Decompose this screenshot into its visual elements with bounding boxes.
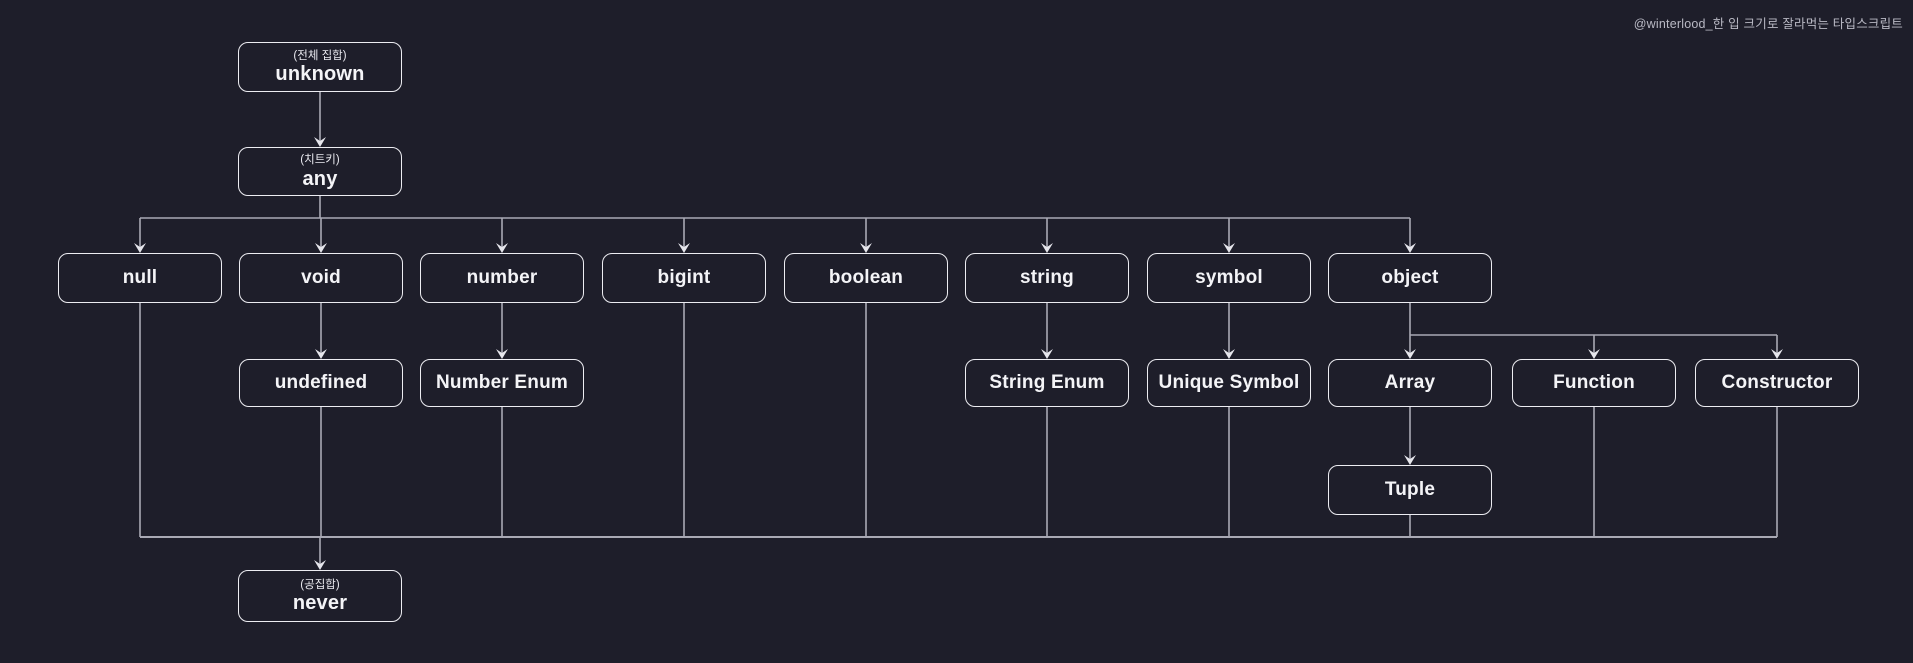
node-number-label: number [466, 266, 538, 288]
node-string-enum-label: String Enum [989, 371, 1105, 393]
node-function-label: Function [1553, 371, 1635, 393]
node-function: Function [1512, 359, 1676, 407]
node-object: object [1328, 253, 1492, 303]
node-unique-symbol: Unique Symbol [1147, 359, 1311, 407]
node-boolean: boolean [784, 253, 948, 303]
node-unknown-sublabel: (전체 집합) [293, 49, 347, 62]
node-void: void [239, 253, 403, 303]
node-never-label: never [292, 592, 348, 615]
node-number-enum: Number Enum [420, 359, 584, 407]
node-string-label: string [1020, 266, 1074, 288]
node-void-label: void [301, 266, 341, 288]
node-unknown-label: unknown [275, 63, 365, 86]
node-never: (공집합)never [238, 570, 402, 622]
node-any-sublabel: (치트키) [300, 154, 340, 167]
node-string-enum: String Enum [965, 359, 1129, 407]
node-undefined: undefined [239, 359, 403, 407]
node-array-label: Array [1384, 371, 1436, 393]
node-tuple-label: Tuple [1384, 478, 1436, 500]
node-symbol: symbol [1147, 253, 1311, 303]
node-null: null [58, 253, 222, 303]
node-constructor: Constructor [1695, 359, 1859, 407]
node-symbol-label: symbol [1195, 266, 1263, 288]
node-array: Array [1328, 359, 1492, 407]
node-tuple: Tuple [1328, 465, 1492, 515]
node-any: (치트키)any [238, 147, 402, 196]
node-object-label: object [1381, 266, 1439, 288]
node-boolean-label: boolean [828, 266, 904, 288]
watermark-credit: @winterlood_한 입 크기로 잘라먹는 타입스크립트 [1633, 17, 1903, 31]
node-unique-symbol-label: Unique Symbol [1158, 371, 1300, 393]
node-any-label: any [302, 167, 338, 190]
node-bigint: bigint [602, 253, 766, 303]
node-unknown: (전체 집합)unknown [238, 42, 402, 92]
node-never-sublabel: (공집합) [300, 578, 340, 591]
node-number: number [420, 253, 584, 303]
node-constructor-label: Constructor [1721, 371, 1833, 393]
node-undefined-label: undefined [274, 371, 368, 393]
node-number-enum-label: Number Enum [435, 371, 569, 393]
node-string: string [965, 253, 1129, 303]
node-bigint-label: bigint [657, 266, 711, 288]
node-null-label: null [122, 266, 158, 288]
